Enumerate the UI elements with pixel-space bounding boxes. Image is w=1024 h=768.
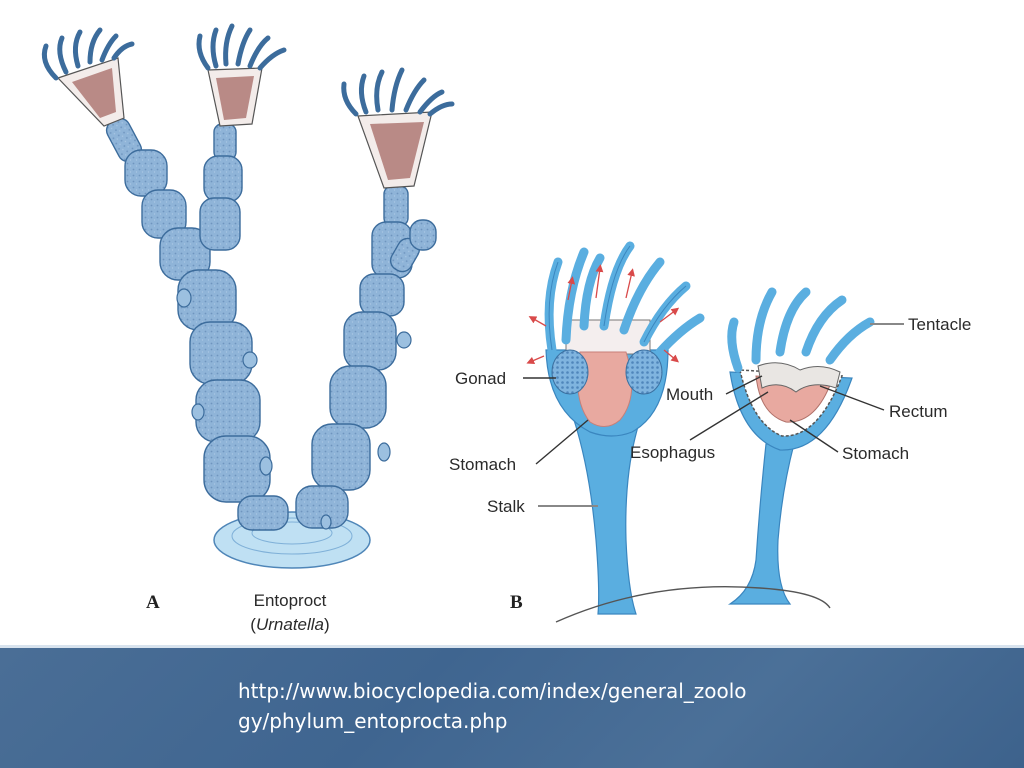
middle-stalk [199, 123, 243, 251]
calyx-right [341, 67, 455, 189]
urnatella-colony [41, 23, 455, 569]
source-url[interactable]: http://www.biocyclopedia.com/index/gener… [238, 679, 747, 733]
stalk-right [727, 443, 795, 605]
leader-stomach-right [789, 419, 839, 453]
calyx-left [41, 27, 135, 127]
slide-footer [0, 648, 1024, 768]
stomach-section [755, 375, 833, 423]
genus-close-paren: ) [324, 615, 330, 634]
label-stomach-right: Stomach [842, 444, 909, 463]
panel-a-letter: A [146, 592, 160, 613]
genus-name: Urnatella [256, 615, 324, 634]
tentacles-right [727, 287, 875, 373]
entoproct-figure: A Entoproct (Urnatella) [41, 23, 971, 634]
label-stomach-left: Stomach [449, 455, 516, 474]
entoproct-title: Entoproct [254, 591, 327, 610]
leader-rectum [819, 385, 885, 411]
entoproct-individual-right [727, 287, 875, 605]
leader-stomach-left [535, 419, 589, 465]
label-mouth: Mouth [666, 385, 713, 404]
calyx-middle [196, 23, 287, 127]
panel-b-letter: B [510, 592, 523, 613]
label-stalk: Stalk [487, 497, 525, 516]
label-tentacle: Tentacle [908, 315, 971, 334]
gonad-right [625, 349, 663, 395]
entoproct-individual-left [526, 241, 705, 615]
basal-disc [213, 511, 371, 569]
entoproct-genus-label: (Urnatella) [250, 615, 329, 634]
gonad-left [551, 349, 589, 395]
entoproct-diagram: A Entoproct (Urnatella) [41, 23, 971, 634]
right-stalk [295, 185, 437, 529]
genus-open-paren: ( [250, 615, 256, 634]
substrate-line [555, 586, 831, 623]
footer-divider [0, 645, 1024, 648]
label-esophagus: Esophagus [630, 443, 715, 462]
label-gonad: Gonad [455, 369, 506, 388]
label-rectum: Rectum [889, 402, 948, 421]
stalk-left [573, 419, 641, 615]
leader-mouth [725, 375, 763, 395]
water-current-arrows [526, 264, 680, 365]
left-stalk [105, 117, 289, 531]
leader-esophagus [689, 391, 769, 441]
